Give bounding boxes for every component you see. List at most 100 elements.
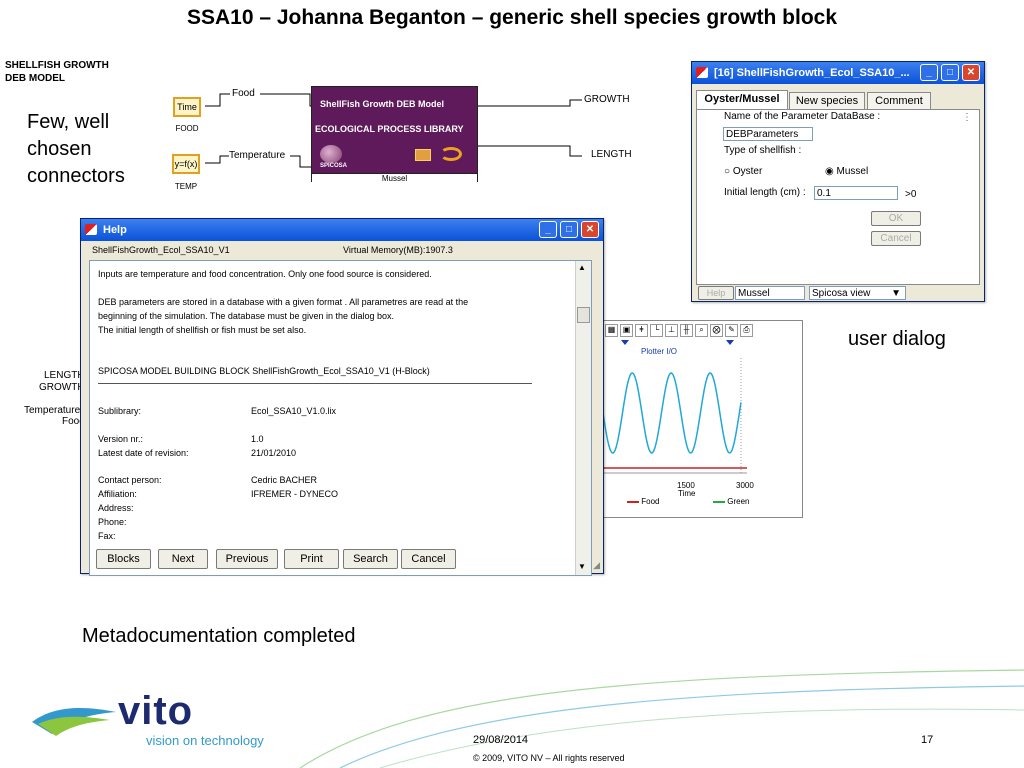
scroll-thumb[interactable] xyxy=(577,307,590,323)
eu-flag-icon xyxy=(415,149,431,161)
footer-copyright: © 2009, VITO NV – All rights reserved xyxy=(473,753,625,763)
field-value: IFREMER - DYNECO xyxy=(251,489,339,499)
temp-icon-label: y=f(x) xyxy=(174,159,198,169)
app-icon xyxy=(85,224,97,235)
spicosa-logo: SPICOSA xyxy=(320,163,348,169)
view-select[interactable]: Spicosa view▼ xyxy=(809,286,906,300)
maximize-button[interactable]: □ xyxy=(560,221,578,238)
help-line: The initial length of shellfish or fish … xyxy=(98,325,307,335)
temp-source-icon[interactable]: y=f(x) xyxy=(172,154,200,174)
plot-tool-icon[interactable]: ⨂ xyxy=(710,324,723,337)
param-db-input[interactable]: DEBParameters xyxy=(723,127,813,141)
field-value: 21/01/2010 xyxy=(251,448,297,458)
pen-icon[interactable]: ✎ xyxy=(725,324,738,337)
diagram-heading: SHELLFISH GROWTH DEB MODEL xyxy=(5,60,109,84)
close-button[interactable]: ✕ xyxy=(962,64,980,81)
scroll-up-icon[interactable]: ▲ xyxy=(578,263,586,272)
scroll-down-icon[interactable]: ▼ xyxy=(578,562,586,571)
ok-button[interactable]: OK xyxy=(871,211,921,226)
help-divider xyxy=(98,383,532,384)
diagram-wires xyxy=(205,93,582,168)
legend-swatch xyxy=(713,500,725,503)
deb-model-block[interactable]: ShellFish Growth DEB Model ECOLOGICAL PR… xyxy=(311,86,478,183)
radio-mussel[interactable]: ◉ Mussel xyxy=(825,166,869,177)
minimize-button[interactable]: _ xyxy=(539,221,557,238)
temp-caption: TEMP xyxy=(174,182,198,191)
peek-label-temperature: Temperature xyxy=(24,405,81,416)
tab-comment[interactable]: Comment xyxy=(867,92,931,109)
radio-oyster[interactable]: ○ Oyster xyxy=(724,166,763,177)
field-label: Latest date of revision: xyxy=(98,448,189,458)
app-icon xyxy=(696,67,708,78)
field-label: Sublibrary: xyxy=(98,406,142,416)
help-scrollbar[interactable]: ▲ ▼ xyxy=(575,261,591,575)
vito-logo: vito xyxy=(118,689,194,733)
search-button[interactable]: Search xyxy=(343,549,398,569)
callout-metadocumentation: Metadocumentation completed xyxy=(82,625,356,647)
plotter-chart xyxy=(602,340,747,474)
food-icon-label: Time xyxy=(177,102,197,112)
initial-length-input[interactable]: 0.1 xyxy=(814,186,898,200)
previous-button[interactable]: Previous xyxy=(216,549,278,569)
dialog-panel: Name of the Parameter DataBase : DEBPara… xyxy=(696,109,980,285)
cancel-button[interactable]: Cancel xyxy=(401,549,456,569)
cancel-button[interactable]: Cancel xyxy=(871,231,921,246)
field-value: Ecol_SSA10_V1.0.lix xyxy=(251,406,337,416)
field-label: Address: xyxy=(98,503,134,513)
print-button[interactable]: Print xyxy=(284,549,339,569)
peek-label-growth: GROWTH xyxy=(39,382,85,393)
field-label: Affiliation: xyxy=(98,489,137,499)
help-titlebar[interactable]: Help _ □ ✕ xyxy=(81,219,603,241)
vito-bird-icon xyxy=(32,708,116,736)
legend-food: Food xyxy=(627,497,659,506)
block-library: ECOLOGICAL PROCESS LIBRARY xyxy=(315,124,464,134)
dialog-title: [16] ShellFishGrowth_Ecol_SSA10_... xyxy=(714,67,910,79)
plot-tool-icon[interactable]: ╫ xyxy=(680,324,693,337)
name-field[interactable]: Mussel xyxy=(735,286,805,300)
callout-dialog: user dialog xyxy=(848,328,946,350)
spicosa-shell-icon xyxy=(320,145,342,163)
chevron-down-icon: ▼ xyxy=(891,288,901,299)
plotter-toolbar: ▦ ▣ ǂ └ ⊥ ╫ ⌕ ⨂ ✎ ⎙ xyxy=(605,324,755,338)
plot-tool-icon[interactable]: ▣ xyxy=(620,324,633,337)
close-button[interactable]: ✕ xyxy=(581,221,599,238)
tab-new-species[interactable]: New species xyxy=(789,92,865,109)
param-db-label: Name of the Parameter DataBase : xyxy=(724,111,881,122)
minimize-button[interactable]: _ xyxy=(920,64,938,81)
help-line: DEB parameters are stored in a database … xyxy=(98,297,469,307)
plot-tool-icon[interactable]: ▦ xyxy=(605,324,618,337)
print-icon[interactable]: ⎙ xyxy=(740,324,753,337)
plot-tool-icon[interactable]: ⊥ xyxy=(665,324,678,337)
help-line: SPICOSA MODEL BUILDING BLOCK ShellFishGr… xyxy=(98,366,430,376)
wire-label-length: LENGTH xyxy=(591,149,632,160)
plot-marker-icon xyxy=(726,340,734,345)
help-header-left: ShellFishGrowth_Ecol_SSA10_V1 xyxy=(92,245,230,255)
radio-oyster-label: Oyster xyxy=(732,166,763,177)
plot-tool-icon[interactable]: ǂ xyxy=(635,324,648,337)
food-source-icon[interactable]: Time xyxy=(173,97,201,117)
maximize-button[interactable]: □ xyxy=(941,64,959,81)
plot-marker-icon xyxy=(621,340,629,345)
field-label: Phone: xyxy=(98,517,127,527)
field-label: Fax: xyxy=(98,531,116,541)
peek-label-food: Food xyxy=(62,416,85,427)
block-caption: Mussel xyxy=(312,173,477,183)
zoom-icon[interactable]: ⌕ xyxy=(695,324,708,337)
help-line: Inputs are temperature and food concentr… xyxy=(98,269,432,279)
dialog-titlebar[interactable]: [16] ShellFishGrowth_Ecol_SSA10_... _ □ … xyxy=(692,62,984,84)
footer-page-number: 17 xyxy=(921,734,934,746)
resize-grip-icon[interactable]: ◢ xyxy=(593,560,600,570)
callout-connectors: Few, well chosen connectors xyxy=(27,111,125,187)
dialog-more-icon: ⋮ xyxy=(962,112,972,123)
user-dialog-window: [16] ShellFishGrowth_Ecol_SSA10_... _ □ … xyxy=(691,61,985,302)
field-value: 1.0 xyxy=(251,434,264,444)
wire-label-food: Food xyxy=(232,88,255,99)
next-button[interactable]: Next xyxy=(158,549,208,569)
vito-tagline: vision on technology xyxy=(146,733,264,748)
help-text-area[interactable]: Inputs are temperature and food concentr… xyxy=(89,260,592,576)
help-button[interactable]: Help xyxy=(698,286,734,300)
plot-tool-icon[interactable]: └ xyxy=(650,324,663,337)
radio-mussel-label: Mussel xyxy=(836,166,869,177)
blocks-button[interactable]: Blocks xyxy=(96,549,151,569)
tab-oyster-mussel[interactable]: Oyster/Mussel xyxy=(696,90,788,109)
